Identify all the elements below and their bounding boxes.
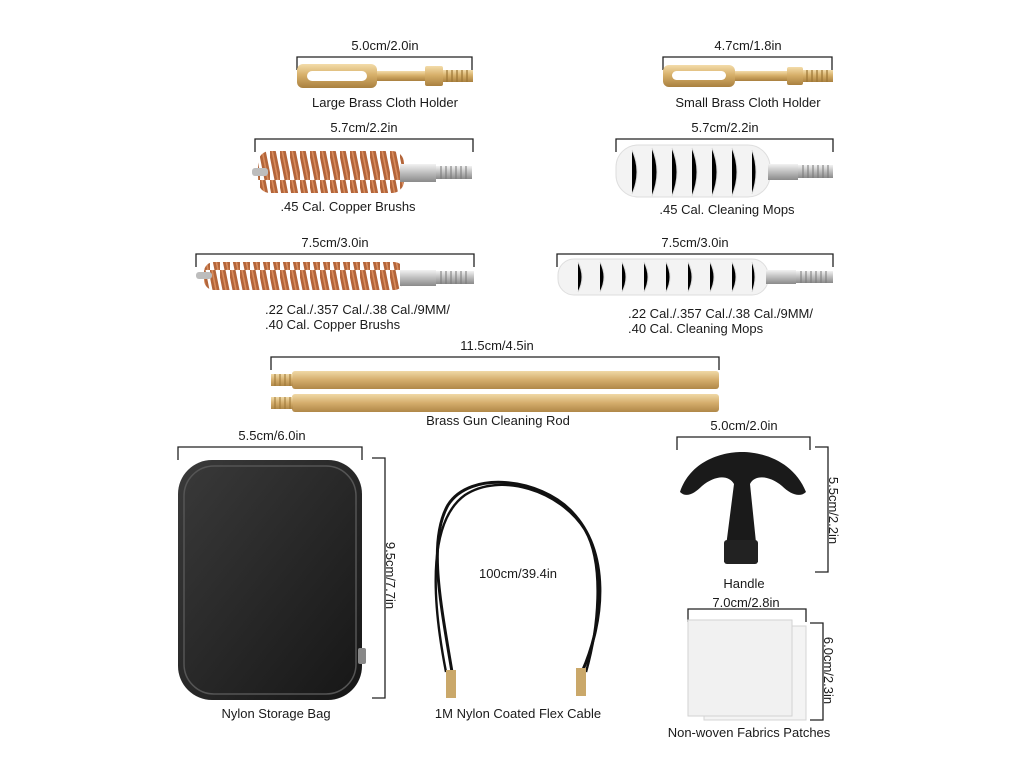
handle-name: Handle xyxy=(723,576,765,591)
mop-45-dimension: 5.7cm/2.2in xyxy=(691,120,759,135)
brass-rods-image xyxy=(271,371,719,412)
flex-cable-image xyxy=(434,480,602,698)
copper-brush-45-image xyxy=(252,151,472,193)
cable-name: 1M Nylon Coated Flex Cable xyxy=(434,706,602,721)
mop-22-dimension: 7.5cm/3.0in xyxy=(661,235,729,250)
large-holder-name: Large Brass Cloth Holder xyxy=(312,95,458,110)
small-holder-dimension: 4.7cm/1.8in xyxy=(714,38,782,53)
large-brass-cloth-holder-image xyxy=(297,64,473,88)
mop-45-name: .45 Cal. Cleaning Mops xyxy=(659,202,795,217)
handle-width: 5.0cm/2.0in xyxy=(710,418,778,433)
patches-height: 6.0cm/2.3in xyxy=(821,636,837,705)
copper-brush-22-image xyxy=(196,262,474,290)
nylon-storage-bag-image xyxy=(178,460,366,700)
small-brass-cloth-holder-image xyxy=(663,65,833,87)
small-holder-name: Small Brass Cloth Holder xyxy=(675,95,821,110)
bag-name: Nylon Storage Bag xyxy=(221,706,331,721)
bag-width: 5.5cm/6.0in xyxy=(238,428,306,443)
brush-22-name: .22 Cal./.357 Cal./.38 Cal./9MM/ .40 Cal… xyxy=(265,302,450,332)
cleaning-mop-45-image xyxy=(615,144,833,198)
handle-image xyxy=(680,452,806,564)
cable-dimension: 100cm/39.4in xyxy=(478,566,558,581)
rod-name: Brass Gun Cleaning Rod xyxy=(426,413,570,428)
brush-45-name: .45 Cal. Copper Brushs xyxy=(280,199,416,214)
dimension-lines xyxy=(177,56,834,721)
patches-name: Non-woven Fabrics Patches xyxy=(667,725,831,740)
rod-dimension: 11.5cm/4.5in xyxy=(460,338,534,353)
cleaning-mop-22-image xyxy=(557,258,833,296)
patches-image xyxy=(687,619,807,721)
handle-height: 5.5cm/2.2in xyxy=(826,476,842,545)
brush-22-dimension: 7.5cm/3.0in xyxy=(301,235,369,250)
patches-width: 7.0cm/2.8in xyxy=(712,595,780,610)
bag-height: 9.5cm/7.7in xyxy=(383,541,399,610)
brush-45-dimension: 5.7cm/2.2in xyxy=(330,120,398,135)
mop-22-name: .22 Cal./.357 Cal./.38 Cal./9MM/ .40 Cal… xyxy=(628,306,813,336)
large-holder-dimension: 5.0cm/2.0in xyxy=(351,38,419,53)
